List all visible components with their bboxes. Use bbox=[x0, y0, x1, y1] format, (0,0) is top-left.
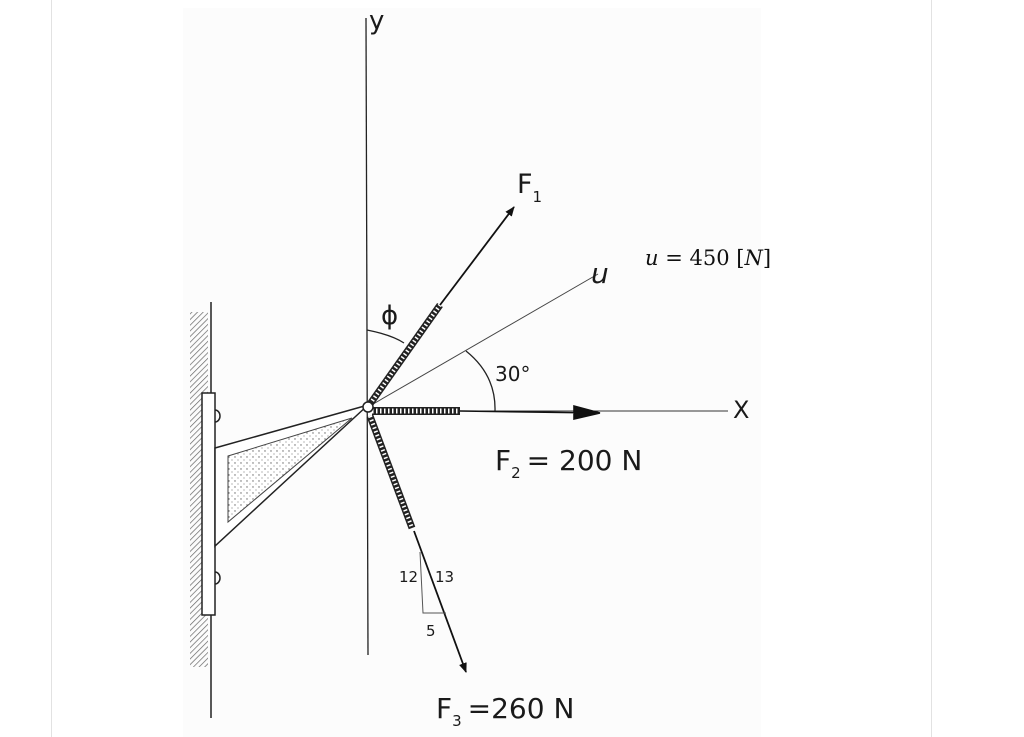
x-axis-label: X bbox=[733, 396, 749, 424]
f1-label: F1 bbox=[517, 169, 542, 206]
f1-vector bbox=[439, 206, 515, 306]
y-axis-label: y bbox=[369, 6, 384, 36]
f3-label: F3=260 N bbox=[436, 692, 574, 730]
f2-vector bbox=[459, 404, 601, 421]
page-border-left bbox=[51, 0, 52, 737]
sketch-paper bbox=[183, 8, 761, 737]
pin-joint-icon bbox=[362, 401, 374, 413]
bolt-top-icon bbox=[214, 409, 221, 423]
u-axis-label: u bbox=[591, 257, 609, 290]
u-angle-arc bbox=[465, 350, 496, 412]
phi-angle-arc bbox=[366, 329, 405, 344]
f3-vector bbox=[413, 530, 467, 673]
u-angle-label: 30° bbox=[495, 362, 530, 386]
u-magnitude-equation: u = 450 [N] bbox=[645, 246, 771, 270]
slope-triangle bbox=[419, 551, 446, 614]
f2-label: F2= 200 N bbox=[495, 444, 642, 482]
slope-rise-label: 12 bbox=[399, 568, 418, 586]
bolt-bottom-icon bbox=[214, 571, 221, 585]
u-axis-line bbox=[367, 273, 599, 408]
bracket bbox=[214, 404, 369, 548]
page-border-right bbox=[931, 0, 932, 737]
y-axis-line bbox=[365, 17, 369, 656]
phi-angle-label: ϕ bbox=[381, 301, 398, 331]
slope-run-label: 5 bbox=[426, 622, 436, 640]
slope-hyp-label: 13 bbox=[435, 568, 454, 586]
cables bbox=[366, 302, 460, 530]
